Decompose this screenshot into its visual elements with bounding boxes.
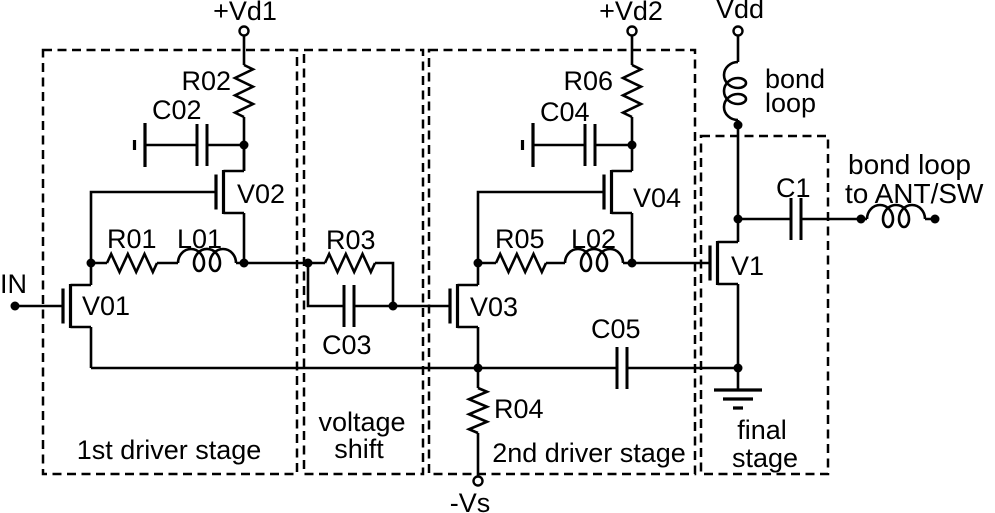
junction-dots [10, 120, 940, 373]
vs-terminal [472, 475, 484, 487]
inductor-bond-loop-output [865, 203, 927, 229]
ground-icon [714, 388, 762, 410]
label-output-line1: bond loop [848, 149, 971, 180]
label-v04: V04 [633, 183, 681, 213]
stage-box-2nd-driver [427, 48, 697, 476]
supply-terminals [238, 25, 744, 487]
resistor-R03 [323, 250, 377, 276]
label-l01: L01 [177, 224, 222, 254]
label-c1: C1 [776, 173, 811, 203]
label-v01: V01 [82, 291, 130, 321]
capacitor-C05 [615, 345, 629, 391]
output-terminal-dot [856, 214, 866, 224]
mosfet-V04 [602, 168, 634, 216]
inductor-L02 [563, 247, 625, 273]
label-final-stage-line1: final [737, 415, 787, 445]
label-v03: V03 [470, 292, 518, 322]
label-in: IN [0, 269, 27, 299]
label-v1: V1 [731, 251, 764, 281]
capacitor-C03 [342, 283, 356, 329]
label-bond-loop-line2: loop [765, 88, 816, 118]
label-final-stage-line2: stage [732, 443, 798, 473]
label-r03: R03 [326, 225, 376, 255]
stage-box-final [699, 134, 830, 476]
label-voltage-shift-line2: shift [334, 434, 384, 464]
label-r04: R04 [494, 394, 544, 424]
label-vd1: +Vd1 [213, 0, 277, 26]
ground-side-icon [520, 121, 535, 169]
label-voltage-shift-line1: voltage [318, 407, 405, 437]
ground-side-icon [132, 121, 147, 169]
label-vdd: Vdd [716, 0, 764, 24]
label-r01: R01 [107, 224, 157, 254]
label-c05: C05 [591, 314, 641, 344]
label-vd2: +Vd2 [599, 0, 663, 26]
label-bond-loop-line1: bond [765, 64, 825, 94]
resistor-R04 [465, 386, 491, 435]
resistor-R02 [232, 63, 256, 119]
resistor-R01 [105, 250, 159, 276]
capacitor-C02 [195, 122, 209, 168]
input-terminal-dot [10, 301, 20, 311]
label-r06: R06 [563, 66, 613, 96]
capacitor-C04 [583, 122, 597, 168]
resistor-R06 [620, 63, 644, 119]
label-stage2: 2nd driver stage [492, 438, 686, 468]
resistor-R05 [494, 250, 548, 276]
label-c02: C02 [152, 95, 202, 125]
vd1-terminal [238, 25, 250, 37]
label-r05: R05 [495, 224, 545, 254]
label-c04: C04 [540, 97, 590, 127]
capacitor-C1 [789, 196, 803, 242]
output-end-terminal-dot [930, 214, 940, 224]
label-r02: R02 [181, 66, 231, 96]
label-l02: L02 [571, 224, 616, 254]
label-c03: C03 [322, 330, 372, 360]
label-stage1: 1st driver stage [77, 435, 262, 465]
label-v02: V02 [237, 179, 285, 209]
label-output-line2: to ANT/SW [845, 178, 984, 209]
label-vs: -Vs [450, 488, 491, 513]
vd2-terminal [626, 25, 638, 37]
vdd-terminal [732, 25, 744, 37]
inductor-L01 [176, 247, 238, 273]
inductor-bond-loop-vdd [722, 60, 748, 122]
